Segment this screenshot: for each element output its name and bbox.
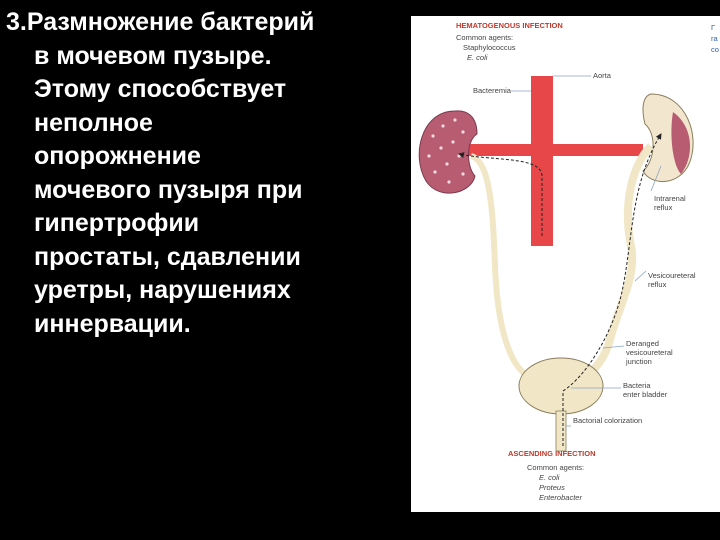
aorta-label: Aorta [593,71,612,80]
text-line-10: иннервации. [34,309,191,338]
text-line-8: простаты, сдавлении [34,242,301,271]
infection-route-diagram: HEMATOGENOUS INFECTION Common agents: St… [418,21,719,502]
urethra-shape [555,410,567,452]
ascending-agents-label: Common agents: [527,463,584,472]
left-kidney-spots [427,118,465,184]
colonization-label: Bactorial colorization [573,416,642,425]
aorta-shape [531,76,553,246]
label-leader-lines [511,75,662,427]
vesicoureteral-label-1: Vesicoureteral [648,271,696,280]
edge-text-2: ra [711,34,718,43]
edge-text-3: co [711,45,719,54]
edge-text-1: Г [711,23,715,32]
renal-artery-shape [461,144,643,156]
text-line-3: Этому способствует [34,75,287,103]
ascending-agent-2: Proteus [539,483,565,492]
deranged-label-1: Deranged [626,339,659,348]
text-line-1: 3.Размножение бактерий [6,8,315,36]
bacteria-enter-label-2: enter bladder [623,390,668,399]
hematogenous-arrow [458,152,543,236]
hematogenous-agent-2: E. coli [467,53,488,62]
right-ureter-shape [579,143,654,382]
text-line-9: уретры, нарушениях [34,276,291,304]
ascending-agent-1: E. coli [539,473,560,482]
bacteria-enter-label-1: Bacteria [623,381,651,390]
text-line-4: неполное [34,108,153,137]
hematogenous-agents-label: Common agents: [456,33,513,42]
right-kidney-cortex [671,112,691,174]
intrarenal-label-2: reflux [654,203,673,212]
slide-text-block: 3.Размножение бактерий в мочевом пузыре.… [6,6,406,341]
bacteremia-label: Bacteremia [473,86,512,95]
ascending-agent-3: Enterobacter [539,493,582,502]
left-ureter-shape [469,153,533,381]
bladder-shape [518,357,604,415]
deranged-label-3: junction [625,357,652,366]
text-line-5: опорожнение [34,142,201,170]
text-line-2: в мочевом пузыре. [34,41,272,70]
text-line-7: гипертрофии [34,209,200,237]
hematogenous-agent-1: Staphylococcus [463,43,516,52]
vesicoureteral-label-2: reflux [648,280,667,289]
urinary-infection-figure: HEMATOGENOUS INFECTION Common agents: St… [411,16,720,512]
ascending-title: ASCENDING INFECTION [508,449,596,458]
text-line-6: мочевого пузыря при [34,175,303,204]
deranged-label-2: vesicoureteral [626,348,673,357]
hematogenous-title: HEMATOGENOUS INFECTION [456,21,563,30]
intrarenal-label-1: Intrarenal [654,194,686,203]
ascending-arrow [562,133,662,446]
